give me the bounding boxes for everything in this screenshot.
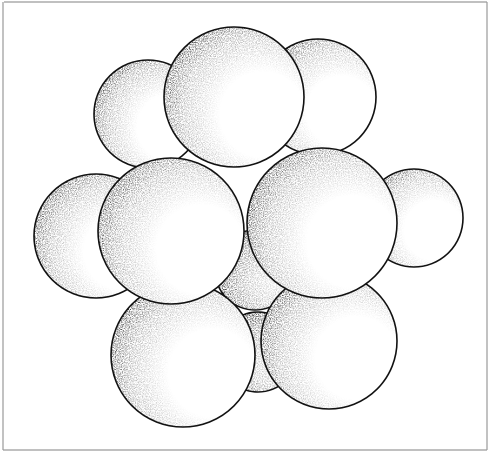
sphere: [98, 158, 244, 304]
sphere: [111, 283, 255, 427]
sphere: [247, 148, 397, 298]
sphere: [164, 27, 304, 167]
